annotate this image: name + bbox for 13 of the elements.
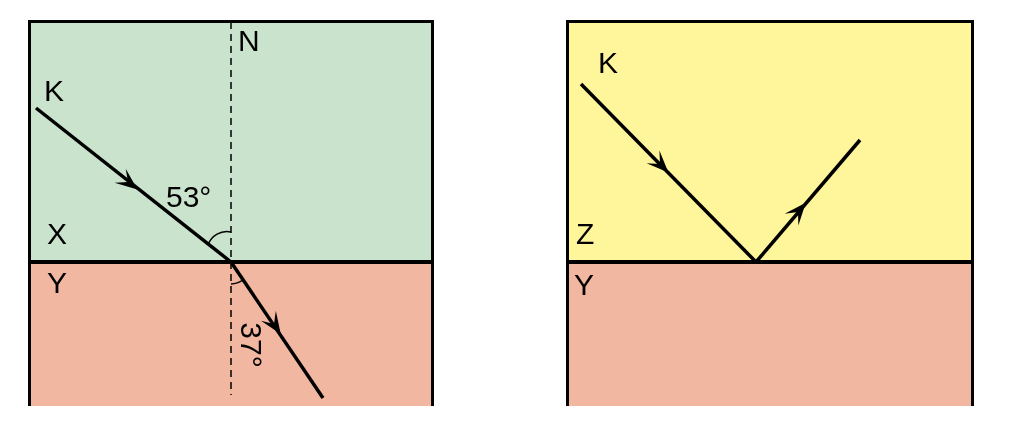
medium-region (28, 20, 434, 264)
medium-label: X (47, 219, 67, 249)
normal-label: N (238, 26, 260, 56)
medium-region (566, 264, 974, 406)
medium-region (566, 20, 974, 264)
medium-label: Y (47, 268, 67, 298)
medium-label: Z (576, 219, 595, 249)
medium-label: Y (574, 270, 594, 300)
angle-label: 53° (166, 182, 212, 212)
ray-label: K (598, 48, 618, 78)
ray-label: K (44, 76, 64, 106)
angle-label: 37° (235, 322, 266, 368)
medium-region (28, 264, 434, 406)
